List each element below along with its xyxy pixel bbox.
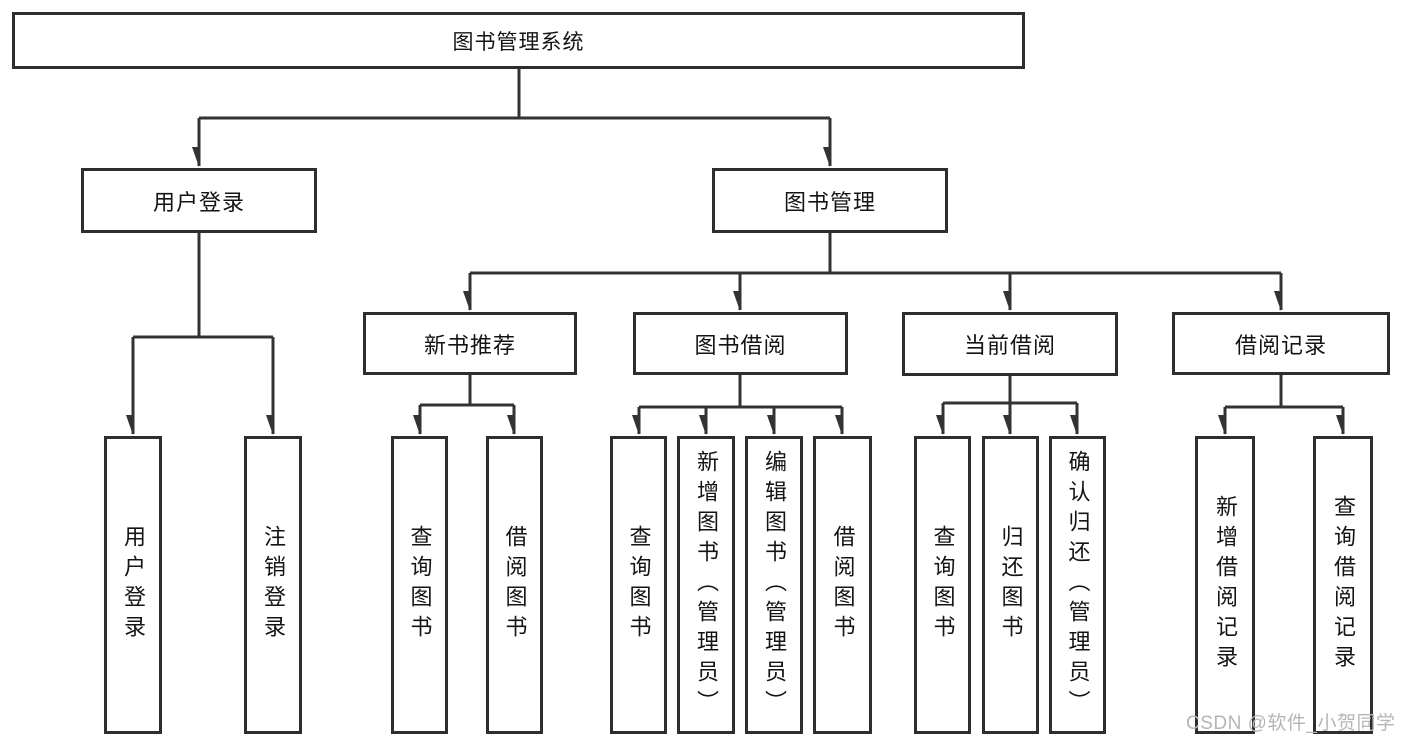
leaf-user-login: 用户登录 bbox=[104, 436, 162, 734]
node-borrow-records-label: 借阅记录 bbox=[1234, 332, 1327, 358]
leaf-add-books-label: 新增图书（管理员） bbox=[694, 450, 719, 720]
node-borrow-records: 借阅记录 bbox=[1172, 312, 1390, 375]
leaf-logout: 注销登录 bbox=[244, 436, 302, 734]
node-user-login: 用户登录 bbox=[81, 168, 317, 233]
leaf-add-borrow-record: 新增借阅记录 bbox=[1195, 436, 1255, 734]
leaf-return-books-label: 归还图书 bbox=[998, 525, 1024, 645]
node-root-label: 图书管理系统 bbox=[452, 30, 585, 54]
connector-root-split bbox=[199, 69, 830, 120]
node-book-borrow-label: 图书借阅 bbox=[694, 332, 787, 358]
node-current-borrow: 当前借阅 bbox=[902, 312, 1118, 376]
leaf-query-borrow-record: 查询借阅记录 bbox=[1313, 436, 1373, 734]
leaf-borrow-books-1: 借阅图书 bbox=[486, 436, 543, 734]
leaf-query-books-3-label: 查询图书 bbox=[930, 525, 956, 645]
leaf-confirm-return: 确认归还（管理员） bbox=[1049, 436, 1106, 734]
leaf-edit-books: 编辑图书（管理员） bbox=[745, 436, 803, 734]
node-new-book-recommend: 新书推荐 bbox=[363, 312, 577, 375]
connector-current-split bbox=[943, 376, 1077, 405]
leaf-confirm-return-label: 确认归还（管理员） bbox=[1065, 450, 1091, 720]
leaf-add-borrow-record-label: 新增借阅记录 bbox=[1213, 495, 1238, 675]
leaf-query-borrow-record-label: 查询借阅记录 bbox=[1331, 495, 1356, 675]
node-root-system: 图书管理系统 bbox=[12, 12, 1025, 69]
leaf-query-books-3: 查询图书 bbox=[914, 436, 971, 734]
node-new-book-recommend-label: 新书推荐 bbox=[423, 332, 516, 358]
node-current-borrow-label: 当前借阅 bbox=[963, 333, 1056, 358]
connector-userlogin-split bbox=[133, 233, 273, 339]
leaf-logout-label: 注销登录 bbox=[261, 525, 286, 645]
leaf-edit-books-label: 编辑图书（管理员） bbox=[762, 450, 787, 720]
leaf-return-books: 归还图书 bbox=[982, 436, 1039, 734]
leaf-query-books-2: 查询图书 bbox=[610, 436, 667, 734]
leaf-query-books-1-label: 查询图书 bbox=[407, 525, 433, 645]
node-book-management: 图书管理 bbox=[712, 168, 948, 233]
leaf-query-books-2-label: 查询图书 bbox=[626, 525, 652, 645]
leaf-user-login-label: 用户登录 bbox=[121, 525, 146, 645]
connector-borrow-split bbox=[639, 375, 842, 409]
leaf-borrow-books-1-label: 借阅图书 bbox=[502, 525, 528, 645]
connector-newbook-split bbox=[420, 375, 514, 407]
leaf-borrow-books-2: 借阅图书 bbox=[813, 436, 872, 734]
node-book-borrow: 图书借阅 bbox=[633, 312, 848, 375]
leaf-add-books: 新增图书（管理员） bbox=[677, 436, 735, 734]
watermark: CSDN @软件_小贺同学 bbox=[1186, 713, 1396, 734]
node-user-login-label: 用户登录 bbox=[152, 189, 245, 215]
connector-records-split bbox=[1225, 375, 1343, 409]
connector-bookmgmt-split bbox=[470, 233, 1281, 275]
node-book-management-label: 图书管理 bbox=[783, 189, 876, 215]
leaf-query-books-1: 查询图书 bbox=[391, 436, 448, 734]
leaf-borrow-books-2-label: 借阅图书 bbox=[830, 525, 856, 645]
